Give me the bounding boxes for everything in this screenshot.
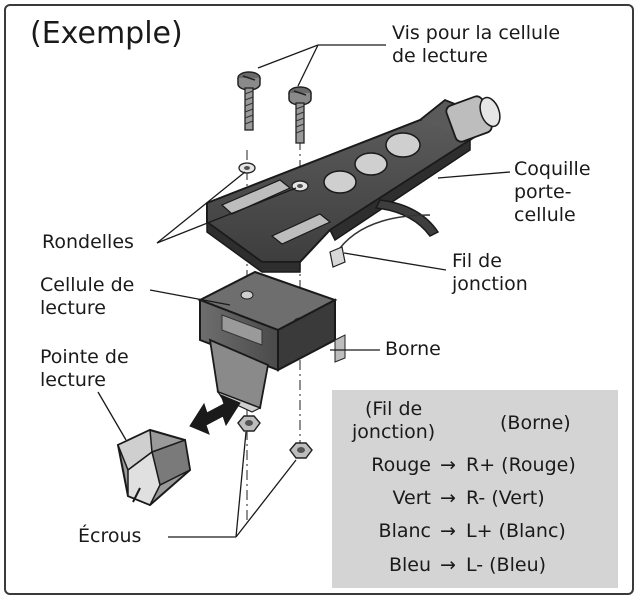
arrow-right-icon: → [440, 454, 456, 476]
wire-color: Rouge [371, 454, 431, 476]
arrow-right-icon: → [440, 520, 456, 542]
diagram-title: (Exemple) [30, 16, 183, 51]
cartridge [197, 270, 346, 413]
table-row: Vert → R- (Vert) [332, 483, 618, 513]
cartridge-screws [237, 71, 312, 144]
label-washers: Rondelles [42, 231, 134, 253]
label-lead-wire: Fil de jonction [452, 250, 528, 295]
wiring-table: (Fil de jonction) (Borne) Rouge → R+ (Ro… [332, 390, 618, 588]
terminal-name: R- (Vert) [466, 487, 545, 509]
arrow-right-icon: → [440, 554, 456, 576]
terminal-name: L- (Bleu) [466, 554, 547, 576]
table-row: Rouge → R+ (Rouge) [332, 450, 618, 480]
wire-color: Vert [392, 487, 431, 509]
arrow-right-icon: → [440, 487, 456, 509]
nuts [237, 415, 313, 459]
header-terminal: (Borne) [500, 412, 571, 434]
leader-lines [97, 44, 511, 538]
label-terminal: Borne [385, 338, 441, 360]
label-screws: Vis pour la cellule de lecture [392, 22, 561, 67]
double-arrow-icon [189, 394, 241, 435]
headshell [206, 95, 501, 273]
label-headshell: Coquille porte- cellule [514, 158, 591, 226]
diagram-frame [4, 4, 634, 595]
label-stylus: Pointe de lecture [40, 346, 129, 391]
wire-color: Bleu [388, 554, 431, 576]
header-lead-wire: (Fil de jonction) [352, 398, 436, 443]
terminal-name: R+ (Rouge) [466, 454, 576, 476]
table-row: Bleu → L- (Bleu) [332, 550, 618, 580]
label-cartridge: Cellule de lecture [40, 274, 135, 319]
wire-color: Blanc [378, 520, 431, 542]
terminal-name: L+ (Blanc) [466, 520, 566, 542]
stylus [116, 428, 192, 507]
label-nuts: Écrous [78, 525, 142, 547]
table-row: Blanc → L+ (Blanc) [332, 516, 618, 546]
